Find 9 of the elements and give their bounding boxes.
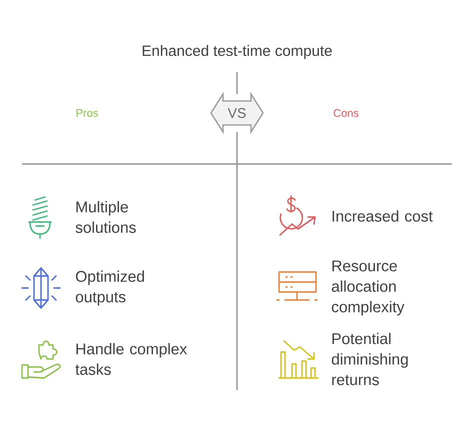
item-text: Multiple solutions xyxy=(76,201,136,233)
item-text: Potential diminishing returns xyxy=(332,332,408,386)
column-heading: Pros xyxy=(76,109,98,117)
title: Enhanced test-time compute xyxy=(142,45,332,59)
item-text: Handle complex tasks xyxy=(75,343,187,375)
item-text: Resource allocation complexity xyxy=(332,260,404,316)
item-text: Optimized outputs xyxy=(76,270,144,306)
column-heading: Cons xyxy=(334,109,358,117)
item-text: Increased cost xyxy=(332,210,433,222)
